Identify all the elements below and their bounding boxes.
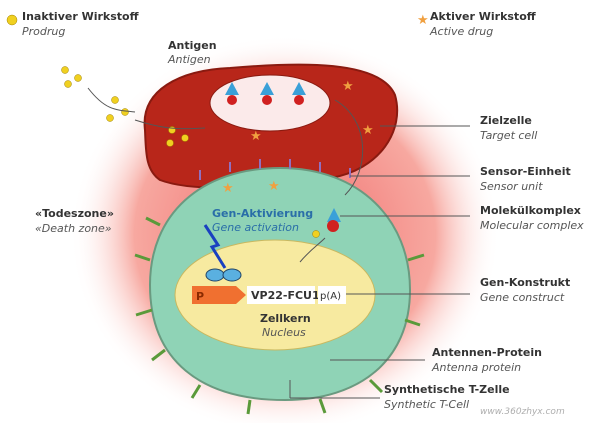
prodrug-arrow xyxy=(87,87,136,113)
release-arrow xyxy=(334,99,364,196)
drug-label-en: Active drug xyxy=(429,25,493,38)
watermark: www.360zhyx.com xyxy=(480,407,565,417)
tcell-label-de: Synthetische T-Zelle xyxy=(384,383,510,396)
antigen-label-en: Antigen xyxy=(167,53,211,66)
tcell-label-en: Synthetic T-Cell xyxy=(384,398,469,411)
nucleus-label-en: Nucleus xyxy=(262,326,306,339)
svg-text:★: ★ xyxy=(362,123,374,138)
active-drug-stars: ★ ★ ★ ★ ★ ★ xyxy=(222,13,429,196)
complex-label-en: Molecular complex xyxy=(480,219,584,232)
drug-label-de: Aktiver Wirkstoff xyxy=(430,10,536,23)
target-label-de: Zielzelle xyxy=(480,114,532,127)
gene-activation-label-en: Gene activation xyxy=(212,221,299,234)
gene-activation-label-de: Gen-Aktivierung xyxy=(212,207,313,220)
construct-label-en: Gene construct xyxy=(480,291,565,304)
sensor-label-en: Sensor unit xyxy=(480,180,543,193)
antenna-label-de: Antennen-Protein xyxy=(432,346,542,359)
sensor-label-de: Sensor-Einheit xyxy=(480,165,571,178)
svg-text:★: ★ xyxy=(342,79,354,94)
svg-text:★: ★ xyxy=(268,179,280,194)
svg-text:★: ★ xyxy=(250,129,262,144)
polya-label: p(A) xyxy=(320,291,341,302)
complex-label-de: Molekülkomplex xyxy=(480,204,581,217)
vp22-fcu1-label: VP22-FCU1 xyxy=(251,289,320,302)
death-zone-label-en: «Death zone» xyxy=(35,222,112,235)
prodrug-label-de: Inaktiver Wirkstoff xyxy=(22,10,139,23)
target-label-en: Target cell xyxy=(480,129,537,142)
molecular-complexes xyxy=(225,82,341,232)
antenna-proteins xyxy=(134,216,425,415)
death-zone-label-de: «Todeszone» xyxy=(35,207,114,220)
promoter-label: P xyxy=(196,290,204,303)
expression-arrow xyxy=(299,237,326,263)
antigen-label-de: Antigen xyxy=(168,39,217,52)
gene-activation-bolt-icon xyxy=(203,224,227,269)
gene-construct: P VP22-FCU1 p(A) xyxy=(192,268,346,304)
leader-lines xyxy=(289,125,470,399)
uptake-arrow xyxy=(134,119,206,130)
construct-label-de: Gen-Konstrukt xyxy=(480,276,570,289)
nucleus-label-de: Zellkern xyxy=(260,312,311,325)
prodrug-label-en: Prodrug xyxy=(22,25,65,38)
sensor-units xyxy=(199,159,351,180)
antenna-label-en: Antenna protein xyxy=(431,361,521,374)
svg-text:★: ★ xyxy=(222,181,234,196)
svg-text:★: ★ xyxy=(417,13,429,28)
